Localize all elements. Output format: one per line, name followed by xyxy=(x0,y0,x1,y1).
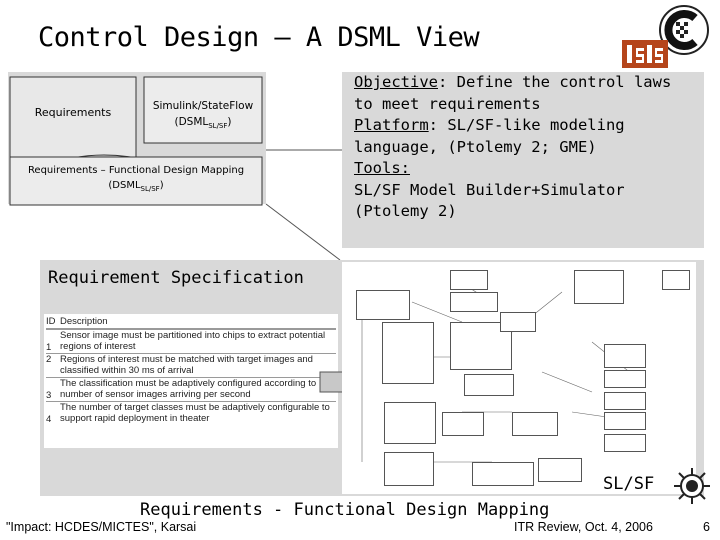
requirements-header-row: ID Description xyxy=(46,316,336,329)
requirements-sheet xyxy=(44,314,338,448)
metamodel-box xyxy=(604,412,646,430)
objective-line-2: to meet requirements xyxy=(354,94,541,113)
requirement-specification-title: Requirement Specification xyxy=(48,268,304,288)
simulink-box-label: Simulink/StateFlow (DSMLSL/SF) xyxy=(144,98,262,134)
slide-title: Control Design – A DSML View xyxy=(38,22,480,53)
metamodel-box xyxy=(356,290,410,320)
tools-label: Tools: xyxy=(354,159,410,177)
row-desc: The number of target classes must be ada… xyxy=(60,401,330,425)
row-id: 1 xyxy=(46,341,52,353)
mapping-sub-suffix: ) xyxy=(159,180,164,191)
tools-line-1: SL/SF Model Builder+Simulator xyxy=(354,180,625,199)
simulink-sub-suffix: ) xyxy=(227,116,232,128)
slsf-label: SL/SF xyxy=(603,474,655,494)
row-id: 4 xyxy=(46,413,52,425)
metamodel-box xyxy=(512,412,558,436)
row-id: 2 xyxy=(46,353,52,365)
platform-line-1: Platform: SL/SF-like modeling xyxy=(342,115,704,137)
footer-left: "Impact: HCDES/MICTES", Karsai xyxy=(6,520,197,534)
metamodel-box xyxy=(662,270,690,290)
metamodel-box xyxy=(384,402,436,444)
requirements-box-label: Requirements xyxy=(34,106,112,119)
table-row: 3 The classification must be adaptively … xyxy=(46,376,336,401)
col-id-header: ID xyxy=(46,316,56,327)
mapping-label-line1: Requirements – Functional Design Mapping xyxy=(27,165,245,176)
row-desc: The classification must be adaptively co… xyxy=(60,377,317,401)
footer-right: ITR Review, Oct. 4, 2006 xyxy=(514,520,653,534)
row-desc: Sensor image must be partitioned into ch… xyxy=(60,329,326,353)
bottom-caption: Requirements - Functional Design Mapping xyxy=(140,500,550,520)
objective-line-1: Objective: Define the control laws xyxy=(342,72,704,94)
col-desc-header: Description xyxy=(60,316,108,327)
metamodel-box xyxy=(604,370,646,388)
table-row: 4 The number of target classes must be a… xyxy=(46,400,336,425)
metamodel-box xyxy=(442,412,484,436)
metamodel-box xyxy=(450,270,488,290)
tools-label-line: Tools: xyxy=(342,158,704,180)
diagram-shapes xyxy=(9,76,263,206)
metamodel-box xyxy=(604,392,646,410)
mapping-sub-sub: SL/SF xyxy=(140,185,160,193)
tools-line-2: (Ptolemy 2) xyxy=(354,202,457,220)
simulink-sub-prefix: (DSML xyxy=(174,116,209,128)
metamodel-box xyxy=(382,322,434,384)
metamodel-box xyxy=(574,270,624,304)
nsf-logo-icon xyxy=(674,468,710,504)
simulink-label-main: Simulink/StateFlow xyxy=(152,100,254,112)
metamodel-box xyxy=(538,458,582,482)
objective-text: : Define the control laws xyxy=(438,73,672,91)
metamodel-box xyxy=(384,452,434,486)
metamodel-box xyxy=(472,462,534,486)
table-row: 2 Regions of interest must be matched wi… xyxy=(46,352,336,377)
mapping-box-label: Requirements – Functional Design Mapping… xyxy=(10,163,262,197)
mapping-label-line2: (DSMLSL/SF) xyxy=(10,178,262,197)
metamodel-box xyxy=(604,344,646,368)
objective-panel: Objective: Define the control laws to me… xyxy=(342,72,704,248)
vanderbilt-logo-icon xyxy=(659,5,709,55)
platform-text: : SL/SF-like modeling xyxy=(428,116,625,134)
platform-line-2: language, (Ptolemy 2; GME) xyxy=(354,137,597,156)
mapping-sub-prefix: (DSML xyxy=(108,180,141,191)
metamodel-box xyxy=(464,374,514,396)
metamodel-box xyxy=(500,312,536,332)
page-number: 6 xyxy=(703,520,710,534)
platform-label: Platform xyxy=(354,116,429,134)
requirements-table: ID Description 1 Sensor image must be pa… xyxy=(46,316,336,425)
simulink-sub-sub: SL/SF xyxy=(208,122,228,131)
row-id: 3 xyxy=(46,389,52,401)
metamodel-box xyxy=(450,292,498,312)
simulink-label-sub: (DSMLSL/SF) xyxy=(144,114,262,134)
objective-label: Objective xyxy=(354,73,438,91)
metamodel-diagram xyxy=(342,262,696,494)
isis-logo-icon xyxy=(622,40,668,68)
table-row: 1 Sensor image must be partitioned into … xyxy=(46,328,336,353)
row-desc: Regions of interest must be matched with… xyxy=(60,353,313,377)
metamodel-box xyxy=(604,434,646,452)
